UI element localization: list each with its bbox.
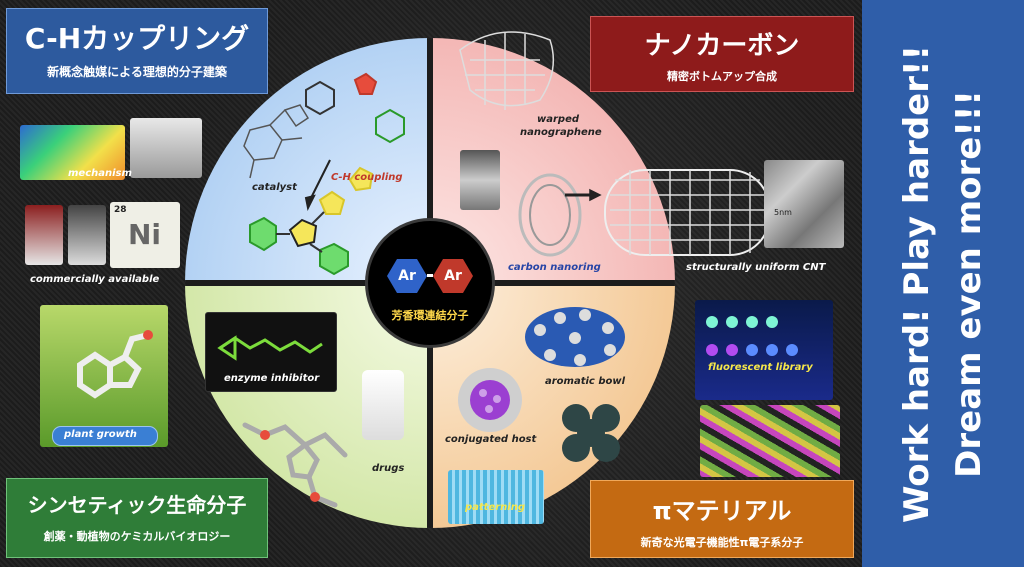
crystal-packing-image (700, 405, 840, 477)
catalyst-label: catalyst (252, 182, 297, 193)
synthetic-life-title: シンセティック生命分子 (27, 493, 247, 517)
drugs-label: drugs (372, 463, 405, 474)
lab-instrument-photo (130, 118, 202, 178)
mechanism-label: mechanism (68, 168, 132, 179)
motto-text: Work hard! Play harder!! Dream even more… (891, 14, 995, 554)
warped-label-line1: warped (537, 114, 580, 125)
nickel-element-card (110, 202, 180, 268)
nanocarbon-subtitle: 精密ボトムアップ合成 (667, 70, 777, 83)
enzyme-inhibitor-label: enzyme inhibitor (224, 373, 320, 384)
plant-growth-label: plant growth (64, 429, 137, 440)
ch-coupling-panel: C-Hカップリング 新概念触媒による理想的分子建築 (6, 8, 268, 94)
motto-line-1: Work hard! Play harder!! (897, 44, 937, 523)
ar-left-badge: Ar (387, 259, 427, 293)
motto-line-2: Dream even more!!! (949, 89, 989, 478)
ch-coupling-molecules-illustration (243, 72, 405, 276)
fluorescent-dots (706, 316, 798, 356)
pi-material-title: πマテリアル (652, 497, 792, 525)
conjugated-host-illustration (458, 368, 522, 432)
scale-bar-label: 5nm (774, 208, 792, 217)
warped-label-line2: nanographene (520, 127, 602, 138)
patterning-image (448, 470, 544, 524)
ch-coupling-title: C-Hカップリング (24, 22, 250, 55)
pi-molecule-illustration (562, 404, 620, 462)
pi-material-subtitle: 新奇な光電子機能性π電子系分子 (640, 536, 804, 549)
commercially-available-label: commercially available (30, 274, 160, 285)
reagent-bottle-1-photo (25, 205, 63, 265)
carbon-nanoring-label: carbon nanoring (508, 262, 601, 273)
structurally-uniform-cnt-label: structurally uniform CNT (686, 262, 826, 273)
center-title: 芳香環連結分子 (391, 309, 469, 322)
ch-coupling-subtitle: 新概念触媒による理想的分子建築 (47, 65, 227, 79)
motto-sidebar: Work hard! Play harder!! Dream even more… (862, 0, 1024, 567)
aromatic-bowl-label: aromatic bowl (545, 376, 626, 387)
plant-growth-photo (40, 305, 168, 447)
aromatic-bowl-illustration (525, 307, 625, 367)
pi-material-panel: πマテリアル 新奇な光電子機能性π電子系分子 (590, 480, 854, 558)
conjugated-host-label: conjugated host (445, 434, 537, 445)
synthetic-life-subtitle: 創薬・動植物のケミカルバイオロジー (43, 530, 231, 543)
mechanism-plot-image (20, 125, 125, 180)
plant-hormone-molecule (77, 330, 153, 399)
nickel-symbol: Ni (128, 218, 162, 251)
enzyme-molecule-illustration (217, 335, 323, 361)
nanoring-vial-photo (460, 150, 500, 210)
reagent-bottle-2-photo (68, 205, 106, 265)
biaryl-bond (427, 274, 433, 277)
ar-right-badge: Ar (433, 259, 473, 293)
fluorescent-library-label: fluorescent library (708, 362, 813, 373)
nickel-atomic-number: 28 (114, 205, 127, 215)
center-biaryl-circle: Ar Ar 芳香環連結分子 (365, 218, 495, 348)
drug-molecule-illustration (242, 422, 348, 508)
plant-growth-badge (52, 426, 158, 446)
drug-bottle-photo (362, 370, 404, 440)
patterning-label: patterning (465, 502, 526, 513)
nanocarbon-title: ナノカーボン (644, 31, 800, 61)
nanocarbon-illustration (459, 31, 771, 257)
nanocarbon-panel: ナノカーボン 精密ボトムアップ合成 (590, 16, 854, 92)
synthetic-life-panel: シンセティック生命分子 創薬・動植物のケミカルバイオロジー (6, 478, 268, 558)
ch-coupling-label: C-H coupling (331, 172, 403, 183)
cnt-tem-image (764, 160, 844, 248)
